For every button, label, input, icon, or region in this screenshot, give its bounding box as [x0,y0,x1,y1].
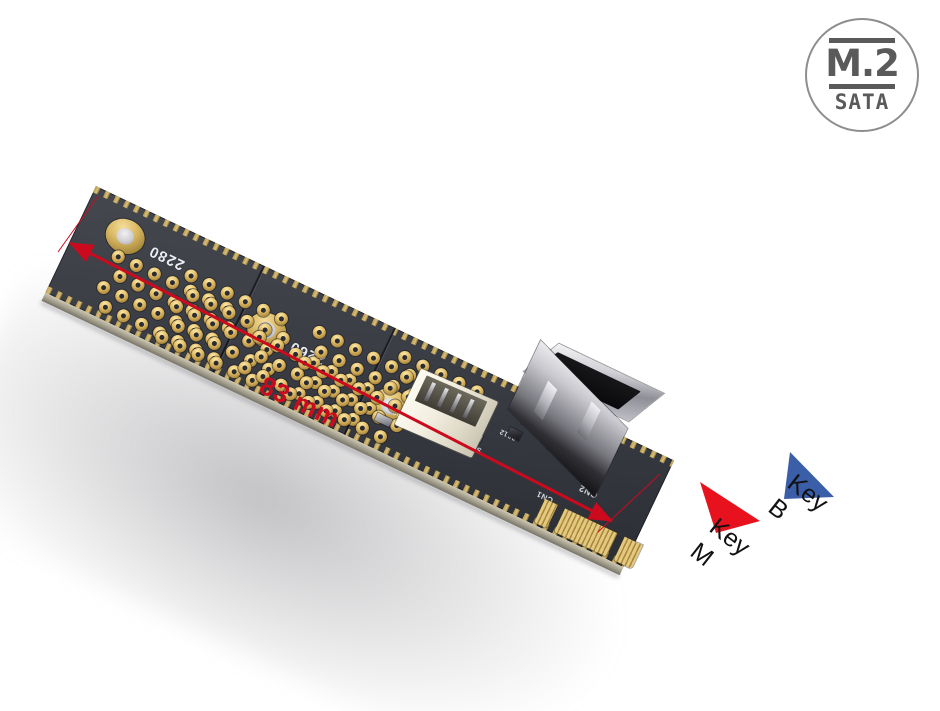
logo-secondary-text: SATA [834,89,890,114]
logo-primary-text: M.2 [825,41,900,85]
blue-arrow-icon [784,452,834,499]
dimension-witness-line-start [57,195,99,253]
dimension-line [68,241,614,523]
m2-sata-logo: M.2 SATA [805,18,919,132]
logo-rule-mid [829,83,895,89]
logo-rule-top [829,37,895,43]
red-arrow-icon [700,482,760,533]
dimension-witness-line-end [597,473,661,533]
